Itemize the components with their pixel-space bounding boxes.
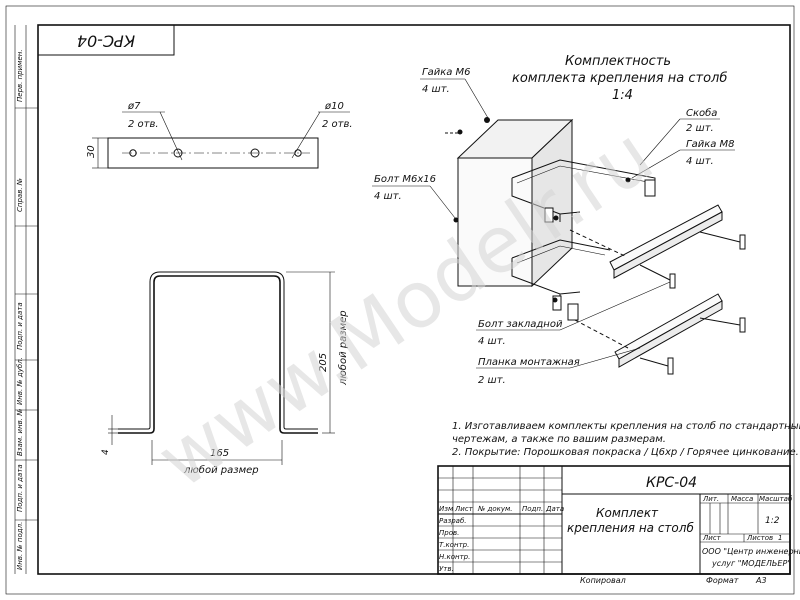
assembly-scale: 1:4 [612, 88, 633, 103]
format-value: А3 [755, 576, 767, 585]
org-line-1: ООО "Центр инженерных [702, 547, 800, 556]
scale-label: Масштаб [759, 495, 793, 503]
callout-nut-m8-name: Гайка М8 [686, 139, 735, 150]
callout-nut-m8-qty: 4 шт. [686, 156, 714, 167]
callout-clamp-qty: 2 шт. [686, 123, 714, 134]
role-norm-control: Н.контр. [439, 553, 470, 561]
role-developer: Разраб. [439, 517, 467, 525]
col-header-sign: Подп. [522, 505, 543, 513]
callout-anchor-bolt-qty: 4 шт. [478, 336, 506, 347]
title-name-2: крепления на столб [567, 521, 694, 535]
copied-label: Копировал [580, 576, 626, 585]
sheet-label: Лист [702, 534, 722, 542]
side-column: Перв. примен. Справ. № Подп. и дата Инв.… [14, 25, 38, 574]
assembly-title-1: Комплектность [565, 54, 671, 69]
title-block: Изм Лист № докум. Подп. Дата Разраб. Про… [437, 465, 800, 585]
bracket-width-dim: 165 [210, 448, 229, 459]
title-name-1: Комплект [596, 506, 659, 520]
callout-nut-m6-name: Гайка М6 [422, 67, 471, 78]
callout-clamp-name: Скоба [686, 107, 717, 119]
flat-bar-view: ø7 2 отв. ø10 2 отв. 30 [86, 101, 353, 169]
role-checker: Пров. [439, 529, 459, 537]
bracket-height-note: любой размер [337, 310, 349, 386]
bracket-view: 165 любой размер 205 любой размер 4 [101, 271, 349, 476]
lit-label: Лит. [702, 495, 719, 503]
hole-left-qty: 2 отв. [128, 119, 159, 130]
mass-label: Масса [731, 495, 753, 503]
col-header-list: Лист [454, 505, 474, 513]
side-label-2: Справ. № [16, 178, 24, 212]
scale-value: 1:2 [765, 516, 780, 526]
col-header-doc: № докум. [477, 505, 513, 513]
sheets-label: Листов [746, 534, 773, 542]
callout-nut-m6-qty: 4 шт. [422, 84, 450, 95]
hole-left-label: ø7 [127, 101, 141, 112]
bracket-height-dim: 205 [318, 353, 329, 372]
flat-bar-height-dim: 30 [86, 145, 97, 158]
side-label-7: Инв. № подл. [16, 522, 24, 570]
bracket-width-note: любой размер [183, 464, 259, 476]
format-label: Формат [706, 576, 739, 585]
callout-bolt-m6-qty: 4 шт. [374, 191, 402, 202]
side-label-6: Подп. и дата [16, 464, 24, 512]
hole-right-label: ø10 [324, 101, 344, 112]
note-line-1: 1. Изготавливаем комплекты крепления на … [452, 420, 800, 432]
org-line-2: услуг "МОДЕЛЬЕР" [711, 559, 791, 568]
callout-bolt-m6-name: Болт М6х16 [374, 174, 436, 185]
outer-frame [5, 5, 795, 595]
top-stamp-text: КРС-04 [77, 32, 135, 51]
sheets-value: 1 [778, 534, 782, 542]
col-header-izm: Изм [439, 505, 454, 513]
top-stamp: КРС-04 [37, 24, 175, 56]
assembly-title-2: комплекта крепления на столб [512, 71, 727, 86]
side-label-4: Инв. № дубл. [16, 357, 24, 405]
callout-plate-name: Планка монтажная [478, 357, 580, 368]
notes: 1. Изготавливаем комплекты крепления на … [452, 420, 800, 458]
assembly-view: Комплектность комплекта крепления на сто… [372, 54, 746, 386]
callout-anchor-bolt-name: Болт закладной [478, 319, 563, 330]
role-approved: Утв. [439, 565, 454, 573]
side-label-3: Подп. и дата [16, 302, 24, 350]
side-label-1: Перв. примен. [16, 49, 24, 102]
col-header-date: Дата [545, 505, 564, 513]
inner-frame [37, 24, 791, 575]
title-designation: КРС-04 [646, 475, 697, 491]
bracket-thickness-dim: 4 [101, 449, 111, 455]
callout-plate-qty: 2 шт. [478, 375, 506, 386]
hole-right-qty: 2 отв. [322, 119, 353, 130]
role-tech-control: Т.контр. [439, 541, 469, 549]
note-line-3: 2. Покрытие: Порошковая покраска / Ц6хр … [452, 447, 799, 458]
side-label-5: Взам. инв. № [16, 408, 24, 456]
note-line-2: чертежам, а также по вашим размерам. [452, 434, 666, 445]
